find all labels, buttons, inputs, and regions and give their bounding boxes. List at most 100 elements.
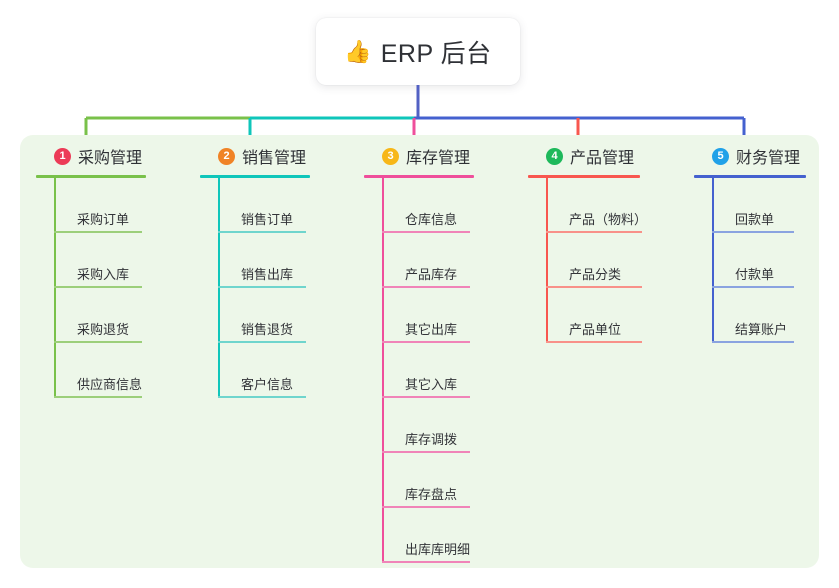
leaf-item-label: 供应商信息	[77, 377, 143, 392]
leaf-item-rule	[54, 231, 142, 233]
leaf-item-rule	[382, 396, 470, 398]
leaf-item[interactable]: 销售退货	[218, 288, 310, 343]
leaf-item-rule	[712, 341, 794, 343]
root-node[interactable]: 👍 ERP 后台	[316, 18, 520, 85]
leaf-item-label: 采购订单	[77, 212, 130, 227]
branch-number-badge: 5	[712, 147, 729, 165]
branch-number-badge: 1	[54, 147, 71, 165]
leaf-item-rule	[546, 286, 642, 288]
branch-leaf-list: 销售订单销售出库销售退货客户信息	[218, 178, 310, 398]
leaf-item[interactable]: 采购订单	[54, 178, 146, 233]
leaf-item-label: 付款单	[735, 267, 775, 282]
leaf-item-rule	[54, 286, 142, 288]
branch-number-badge: 3	[382, 147, 399, 165]
leaf-item-rule	[382, 341, 470, 343]
leaf-item-label: 销售出库	[241, 267, 294, 282]
branch-header-rule	[36, 175, 146, 178]
leaf-item[interactable]: 产品分类	[546, 233, 647, 288]
leaf-item-rule	[712, 231, 794, 233]
leaf-item[interactable]: 采购入库	[54, 233, 146, 288]
leaf-item-rule	[54, 396, 142, 398]
leaf-item[interactable]: 产品单位	[546, 288, 647, 343]
branches-panel	[20, 135, 819, 568]
branch-column-4: 4 产品管理产品（物料） 产品分类产品单位	[528, 143, 647, 343]
leaf-item-label: 采购入库	[77, 267, 130, 282]
leaf-item[interactable]: 产品（物料）	[546, 178, 647, 233]
leaf-item[interactable]: 销售订单	[218, 178, 310, 233]
leaf-item-label: 其它出库	[405, 322, 458, 337]
branch-title: 产品管理	[570, 150, 635, 167]
leaf-item[interactable]: 库存调拨	[382, 398, 474, 453]
leaf-item-rule	[546, 341, 642, 343]
leaf-item[interactable]: 客户信息	[218, 343, 310, 398]
leaf-item-rule	[382, 561, 470, 563]
leaf-item-rule	[218, 231, 306, 233]
branch-header-3[interactable]: 3 库存管理	[364, 143, 474, 169]
leaf-item-label: 产品单位	[569, 322, 622, 337]
leaf-item[interactable]: 出库库明细	[382, 508, 474, 563]
branch-header-2[interactable]: 2 销售管理	[200, 143, 310, 169]
leaf-item[interactable]: 结算账户	[712, 288, 806, 343]
branch-leaf-list: 仓库信息产品库存其它出库其它入库库存调拨库存盘点出库库明细	[382, 178, 474, 563]
branch-header-rule	[364, 175, 474, 178]
branch-spine	[54, 178, 56, 398]
thumbs-up-icon: 👍	[344, 38, 372, 64]
leaf-item-label: 产品库存	[405, 267, 458, 282]
branch-column-1: 1 采购管理采购订单采购入库采购退货供应商信息	[36, 143, 146, 398]
leaf-item-label: 库存调拨	[405, 432, 458, 447]
branch-number-badge: 4	[546, 147, 563, 165]
leaf-item-rule	[218, 341, 306, 343]
leaf-item-label: 回款单	[735, 212, 775, 227]
leaf-item[interactable]: 付款单	[712, 233, 806, 288]
branch-title: 财务管理	[736, 150, 801, 167]
branch-title: 销售管理	[242, 150, 307, 167]
leaf-item[interactable]: 仓库信息	[382, 178, 474, 233]
leaf-item[interactable]: 采购退货	[54, 288, 146, 343]
leaf-item-label: 结算账户	[735, 322, 788, 337]
leaf-item[interactable]: 库存盘点	[382, 453, 474, 508]
leaf-item-label: 仓库信息	[405, 212, 458, 227]
leaf-item-rule	[382, 231, 470, 233]
branch-header-4[interactable]: 4 产品管理	[528, 143, 647, 169]
branch-header-rule	[528, 175, 640, 178]
leaf-item-rule	[712, 286, 794, 288]
leaf-item-rule	[546, 231, 642, 233]
branch-spine	[218, 178, 220, 398]
leaf-item-label: 客户信息	[241, 377, 294, 392]
branch-title: 采购管理	[78, 150, 143, 167]
branch-leaf-list: 产品（物料） 产品分类产品单位	[546, 178, 647, 343]
branch-header-rule	[200, 175, 310, 178]
branch-column-3: 3 库存管理仓库信息产品库存其它出库其它入库库存调拨库存盘点出库库明细	[364, 143, 474, 563]
leaf-item-rule	[382, 506, 470, 508]
branch-spine	[382, 178, 384, 563]
branch-title: 库存管理	[406, 150, 471, 167]
leaf-item-rule	[218, 396, 306, 398]
leaf-item-label: 销售退货	[241, 322, 294, 337]
leaf-item[interactable]: 其它出库	[382, 288, 474, 343]
leaf-item-rule	[218, 286, 306, 288]
branch-leaf-list: 回款单付款单结算账户	[712, 178, 806, 343]
branch-leaf-list: 采购订单采购入库采购退货供应商信息	[54, 178, 146, 398]
branch-spine	[546, 178, 548, 343]
leaf-item[interactable]: 供应商信息	[54, 343, 146, 398]
leaf-item[interactable]: 回款单	[712, 178, 806, 233]
leaf-item-label: 产品（物料）	[569, 212, 648, 227]
branch-column-2: 2 销售管理销售订单销售出库销售退货客户信息	[200, 143, 310, 398]
leaf-item-label: 库存盘点	[405, 487, 458, 502]
branch-header-1[interactable]: 1 采购管理	[36, 143, 146, 169]
branch-number-badge: 2	[218, 147, 235, 165]
branch-column-5: 5 财务管理回款单付款单结算账户	[694, 143, 806, 343]
leaf-item-label: 销售订单	[241, 212, 294, 227]
leaf-item-rule	[54, 341, 142, 343]
leaf-item-rule	[382, 451, 470, 453]
leaf-item[interactable]: 销售出库	[218, 233, 310, 288]
leaf-item-label: 产品分类	[569, 267, 622, 282]
leaf-item[interactable]: 产品库存	[382, 233, 474, 288]
leaf-item-label: 其它入库	[405, 377, 458, 392]
branch-header-rule	[694, 175, 806, 178]
branch-header-5[interactable]: 5 财务管理	[694, 143, 806, 169]
leaf-item[interactable]: 其它入库	[382, 343, 474, 398]
leaf-item-rule	[382, 286, 470, 288]
branch-spine	[712, 178, 714, 343]
